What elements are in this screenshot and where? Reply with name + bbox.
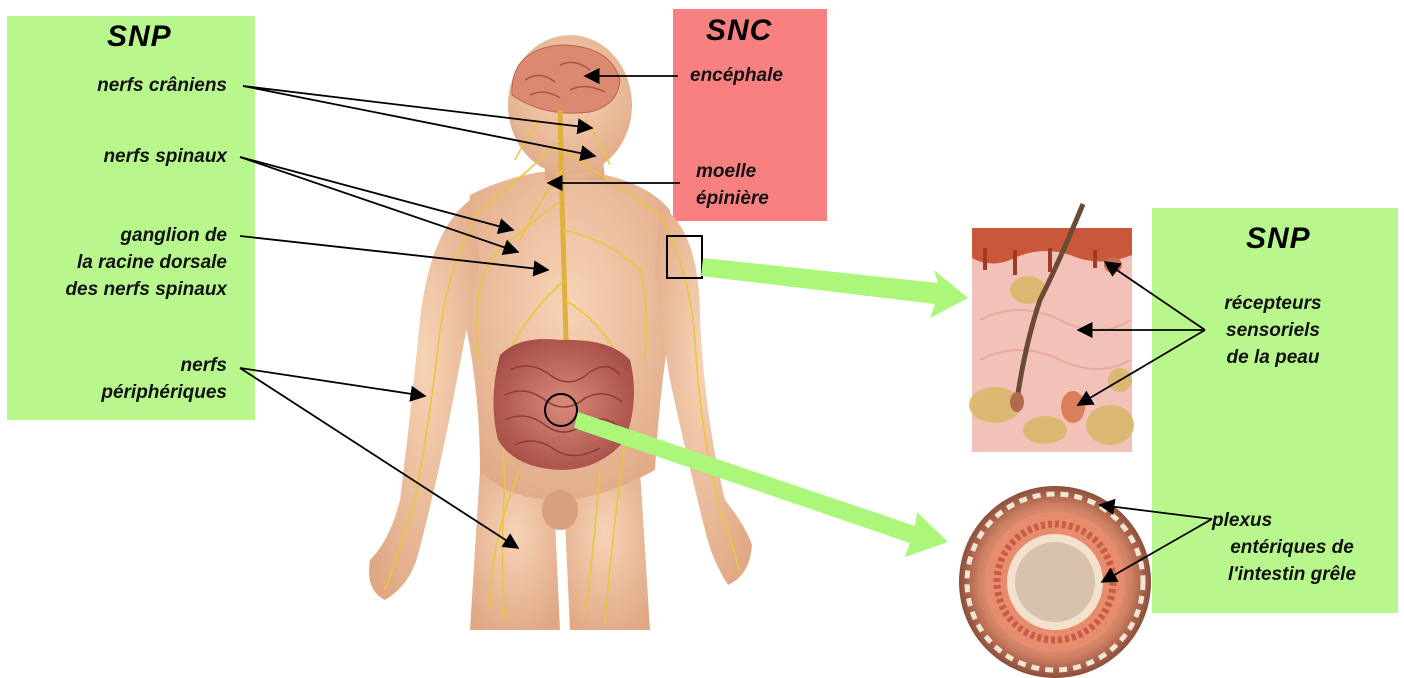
snc-title: SNC: [706, 14, 772, 48]
label-plexus-line3: l'intestin grêle: [1212, 561, 1372, 588]
label-recepteurs-line1: récepteurs: [1205, 290, 1341, 317]
intestine-cross-section-inset: [959, 486, 1151, 678]
snp-left-title: SNP: [107, 20, 172, 54]
skin-inset: [969, 204, 1134, 452]
label-plexus-line2: entériques de: [1212, 534, 1372, 561]
label-ganglion-line1: ganglion de: [65, 222, 227, 249]
label-ganglion-line2: la racine dorsale: [65, 249, 227, 276]
label-plexus-line1: plexus: [1212, 507, 1372, 534]
label-nerfs-spinaux: nerfs spinaux: [103, 143, 227, 170]
label-moelle-line1: moelle: [696, 158, 769, 185]
label-recepteurs-sensoriels: récepteurs sensoriels de la peau: [1205, 290, 1341, 371]
label-recepteurs-line3: de la peau: [1205, 344, 1341, 371]
label-encephale: encéphale: [690, 62, 783, 89]
label-nerfs-peripheriques-line2: périphériques: [101, 379, 227, 406]
snp-right-title: SNP: [1246, 222, 1311, 256]
label-nerfs-peripheriques-line1: nerfs: [101, 352, 227, 379]
label-ganglion: ganglion de la racine dorsale des nerfs …: [65, 222, 227, 303]
label-moelle-line2: épinière: [696, 185, 769, 212]
label-plexus-enteriques: plexus entériques de l'intestin grêle: [1212, 507, 1372, 588]
label-ganglion-line3: des nerfs spinaux: [65, 276, 227, 303]
label-nerfs-craniens: nerfs crâniens: [97, 72, 227, 99]
label-nerfs-peripheriques: nerfs périphériques: [101, 352, 227, 406]
label-moelle-epiniere: moelle épinière: [696, 158, 769, 212]
label-recepteurs-line2: sensoriels: [1205, 317, 1341, 344]
